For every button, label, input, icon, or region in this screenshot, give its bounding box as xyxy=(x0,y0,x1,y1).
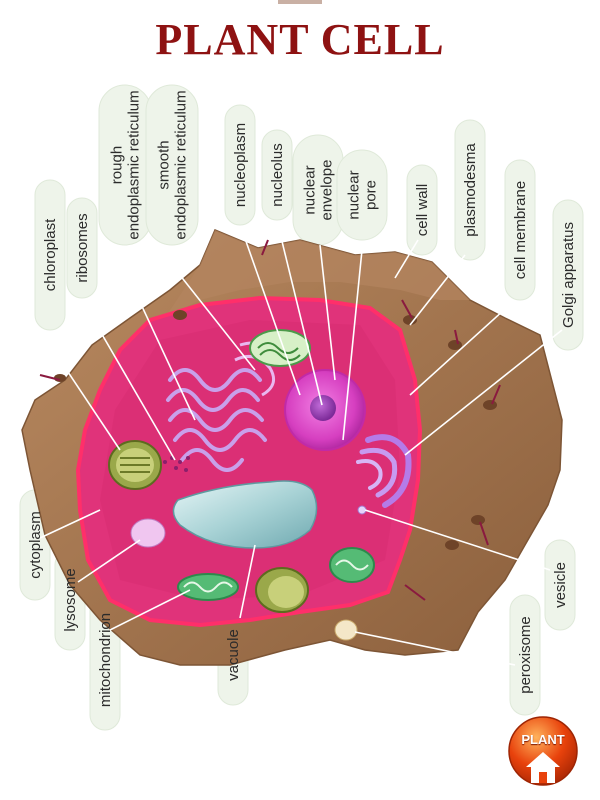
label-line-nuclear-envelope-0: nuclear xyxy=(302,165,319,214)
label-bubble-cell-membrane xyxy=(504,159,536,301)
label-plasmodesma: plasmodesma xyxy=(462,143,479,237)
label-line-vacuole-0: vacuole xyxy=(225,629,242,681)
vacuole-shape xyxy=(172,480,318,549)
label-vacuole: vacuole xyxy=(225,629,242,681)
label-nuclear-envelope: nuclearenvelope xyxy=(302,160,336,221)
vesicle-shape xyxy=(357,505,367,515)
chloroplast-lower xyxy=(255,567,309,613)
label-cell-membrane: cell membrane xyxy=(512,181,529,279)
leader-line-nuclear-envelope xyxy=(319,244,336,381)
label-bubble-cell-wall xyxy=(406,164,438,256)
label-line-mitochondrion-0: mitochondrion xyxy=(97,613,114,707)
label-line-smooth-er-1: endoplasmic reticulum xyxy=(173,90,190,239)
title-top-mark xyxy=(278,0,322,4)
label-line-cytoplasm-0: cytoplasm xyxy=(27,511,44,579)
chloroplast-left xyxy=(108,440,162,490)
label-bubble-smooth-er xyxy=(145,84,199,246)
label-cytoplasm: cytoplasm xyxy=(27,511,44,579)
label-bubble-ribosomes xyxy=(66,197,98,299)
label-bubble-nuclear-pore xyxy=(336,149,388,241)
leader-line-ribosomes xyxy=(81,299,176,461)
label-line-rough-er-0: rough xyxy=(109,146,126,184)
label-line-plasmodesma-0: plasmodesma xyxy=(462,143,479,237)
label-line-ribosomes-0: ribosomes xyxy=(74,213,91,282)
leader-line-mitochondrion xyxy=(109,589,191,631)
label-peroxisome: peroxisome xyxy=(517,616,534,694)
leader-line-golgi-apparatus xyxy=(404,329,563,456)
leader-line-vesicle xyxy=(364,509,551,571)
label-line-nuclear-envelope-1: envelope xyxy=(319,160,336,221)
label-ribosomes: ribosomes xyxy=(74,213,91,282)
home-icon xyxy=(526,752,560,783)
label-bubble-nucleoplasm xyxy=(224,104,256,226)
leader-line-vacuole xyxy=(239,544,256,619)
label-line-chloroplast-0: chloroplast xyxy=(42,218,59,291)
label-smooth-er: smoothendoplasmic reticulum xyxy=(156,90,190,239)
plant-home-button[interactable]: PLANT xyxy=(504,712,582,790)
leader-line-plasmodesma xyxy=(409,254,466,326)
leader-line-chloroplast xyxy=(49,344,121,451)
label-vesicle: vesicle xyxy=(552,562,569,608)
label-line-peroxisome-0: peroxisome xyxy=(517,616,534,694)
label-bubble-golgi-apparatus xyxy=(552,199,584,351)
label-line-vesicle-0: vesicle xyxy=(552,562,569,608)
golgi-shape xyxy=(356,434,412,508)
label-golgi-apparatus: Golgi apparatus xyxy=(560,222,577,328)
leader-line-nuclear-pore xyxy=(342,249,363,441)
label-line-rough-er-1: endoplasmic reticulum xyxy=(126,90,143,239)
label-bubble-plasmodesma xyxy=(454,119,486,261)
rough-er-shape xyxy=(166,368,267,472)
nucleolus-shape xyxy=(310,395,336,421)
page-title: PLANT CELL xyxy=(155,15,445,64)
label-lysosome: lysosome xyxy=(62,568,79,631)
label-nuclear-pore: nuclearpore xyxy=(346,170,380,219)
label-nucleolus: nucleolus xyxy=(269,143,286,206)
label-chloroplast: chloroplast xyxy=(42,218,59,291)
plasmodesma-strands xyxy=(39,239,501,601)
leader-line-smooth-er xyxy=(167,259,256,371)
mitochondrion-lower xyxy=(177,573,239,601)
chloroplast-upper xyxy=(249,329,311,367)
label-line-nucleolus-0: nucleolus xyxy=(269,143,286,206)
label-mitochondrion: mitochondrion xyxy=(97,613,114,707)
label-line-cell-wall-0: cell wall xyxy=(414,184,431,237)
leader-line-cytoplasm xyxy=(39,509,101,539)
label-line-nuclear-pore-0: nuclear xyxy=(346,170,363,219)
leader-line-nucleoplasm xyxy=(241,229,301,396)
home-button-badge xyxy=(506,714,580,788)
label-line-golgi-apparatus-0: Golgi apparatus xyxy=(560,222,577,328)
label-line-smooth-er-0: smooth xyxy=(156,140,173,189)
home-button-label: PLANT xyxy=(521,732,565,747)
label-line-cell-membrane-0: cell membrane xyxy=(512,181,529,279)
label-bubble-nucleolus xyxy=(261,129,293,221)
label-line-nuclear-pore-1: pore xyxy=(363,180,380,210)
leader-line-peroxisome xyxy=(354,631,516,666)
label-leader-lines xyxy=(39,224,563,666)
label-line-nucleoplasm-0: nucleoplasm xyxy=(232,123,249,207)
mitochondrion-right xyxy=(329,547,375,583)
label-bubble-peroxisome xyxy=(509,594,541,716)
leader-line-lysosome xyxy=(77,539,141,583)
peroxisome-shape xyxy=(334,619,358,641)
leader-line-cell-wall xyxy=(394,239,419,279)
label-nucleoplasm: nucleoplasm xyxy=(232,123,249,207)
ribosome-dots xyxy=(163,456,190,472)
leader-line-cell-membrane xyxy=(409,299,516,396)
label-bubbles xyxy=(19,84,584,731)
label-line-lysosome-0: lysosome xyxy=(62,568,79,631)
label-cell-wall: cell wall xyxy=(414,184,431,237)
leader-line-rough-er xyxy=(117,254,196,421)
label-rough-er: roughendoplasmic reticulum xyxy=(109,90,143,239)
label-bubble-vesicle xyxy=(544,539,576,631)
label-bubble-chloroplast xyxy=(34,179,66,331)
cell-wall-top-face xyxy=(165,230,470,318)
leader-line-nucleolus xyxy=(277,224,323,406)
plasmodesmata xyxy=(54,310,497,550)
